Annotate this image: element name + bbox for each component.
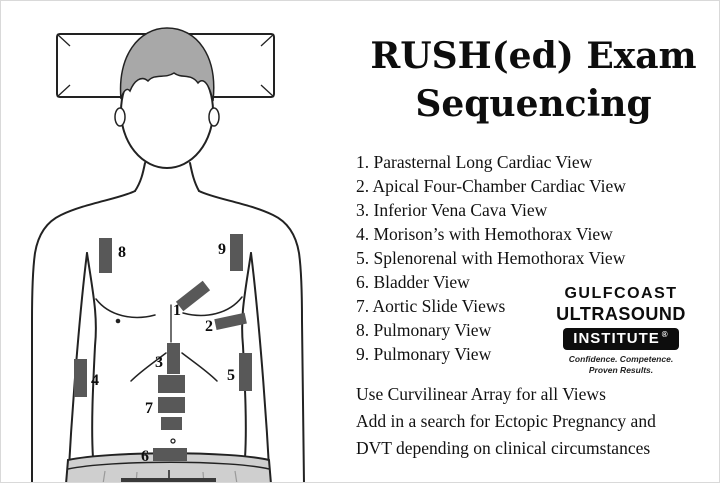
probe-label-1: 1 [173, 302, 181, 319]
footer-line-1: Use Curvilinear Array for all Views [356, 384, 606, 405]
content-column: RUSH(ed) Exam Sequencing 1. Parasternal … [346, 1, 719, 482]
view-list-item-3: 3. Inferior Vena Cava View [356, 200, 548, 221]
torso-details [95, 296, 243, 444]
probe-label-4: 4 [91, 372, 99, 389]
logo-tagline-line-1: Confidence. Competence. [568, 354, 674, 364]
probe-marker-5 [239, 353, 252, 391]
probe-marker-3 [167, 343, 180, 374]
view-list-item-1: 1. Parasternal Long Cardiac View [356, 152, 593, 173]
pants [65, 452, 272, 482]
probe-marker-6 [153, 448, 187, 461]
logo-tagline: Confidence. Competence. Proven Results. [553, 354, 689, 377]
view-list-item-9: 9. Pulmonary View [356, 344, 492, 365]
probe-marker-2 [214, 312, 247, 330]
patient-diagram-svg: 1 2 3 4 5 6 7 8 9 [31, 27, 305, 482]
probe-marker-8 [99, 238, 112, 273]
view-list-item-4: 4. Morison’s with Hemothorax View [356, 224, 613, 245]
title-line-1: RUSH(ed) Exam [370, 35, 697, 77]
probe-label-6: 6 [141, 448, 149, 465]
probe-label-2: 2 [205, 318, 213, 335]
footer-notes: Use Curvilinear Array for all Views Add … [346, 381, 719, 462]
probe-label-3: 3 [155, 354, 163, 371]
probe-label-9: 9 [218, 241, 226, 258]
probe-label-5: 5 [227, 367, 235, 384]
logo-institute-text: INSTITUTE [573, 330, 660, 347]
left-ear-icon [114, 107, 126, 127]
view-list-item-8: 8. Pulmonary View [356, 320, 492, 341]
probe-marker-1 [175, 280, 211, 312]
right-ear-icon [208, 107, 220, 127]
body-outline [31, 162, 305, 482]
left-nipple [115, 318, 121, 324]
logo-ultrasound: ULTRASOUND [556, 304, 686, 324]
gulfcoast-logo: GULFCOAST ULTRASOUND INSTITUTE® Confiden… [553, 285, 689, 377]
probe-marker-7c [161, 417, 182, 430]
view-list-item-2: 2. Apical Four-Chamber Cardiac View [356, 176, 626, 197]
title-line-2: Sequencing [415, 82, 652, 125]
view-list-item-5: 5. Splenorenal with Hemothorax View [356, 248, 626, 269]
logo-institute-badge: INSTITUTE® [563, 328, 679, 350]
footer-line-3: DVT depending on clinical circumstances [356, 438, 651, 459]
probe-label-7: 7 [145, 400, 153, 417]
probe-label-8: 8 [118, 244, 126, 261]
probe-marker-4 [74, 359, 87, 397]
registered-mark: ® [661, 330, 669, 339]
patient-diagram: 1 2 3 4 5 6 7 8 9 [1, 1, 346, 482]
logo-gulfcoast: GULFCOAST [564, 285, 678, 302]
probe-marker-7a [158, 375, 185, 393]
view-list-item-7: 7. Aortic Slide Views [356, 296, 506, 317]
pants-shadow [121, 478, 216, 482]
logo-tagline-line-2: Proven Results. [588, 365, 654, 376]
hair [119, 27, 215, 102]
probe-marker-9 [230, 234, 243, 271]
view-list: 1. Parasternal Long Cardiac View 2. Apic… [346, 150, 719, 366]
footer-line-2: Add in a search for Ectopic Pregnancy an… [356, 411, 656, 432]
page-title: RUSH(ed) Exam Sequencing [346, 33, 719, 128]
view-list-item-6: 6. Bladder View [356, 272, 470, 293]
probe-marker-7b [158, 397, 185, 413]
